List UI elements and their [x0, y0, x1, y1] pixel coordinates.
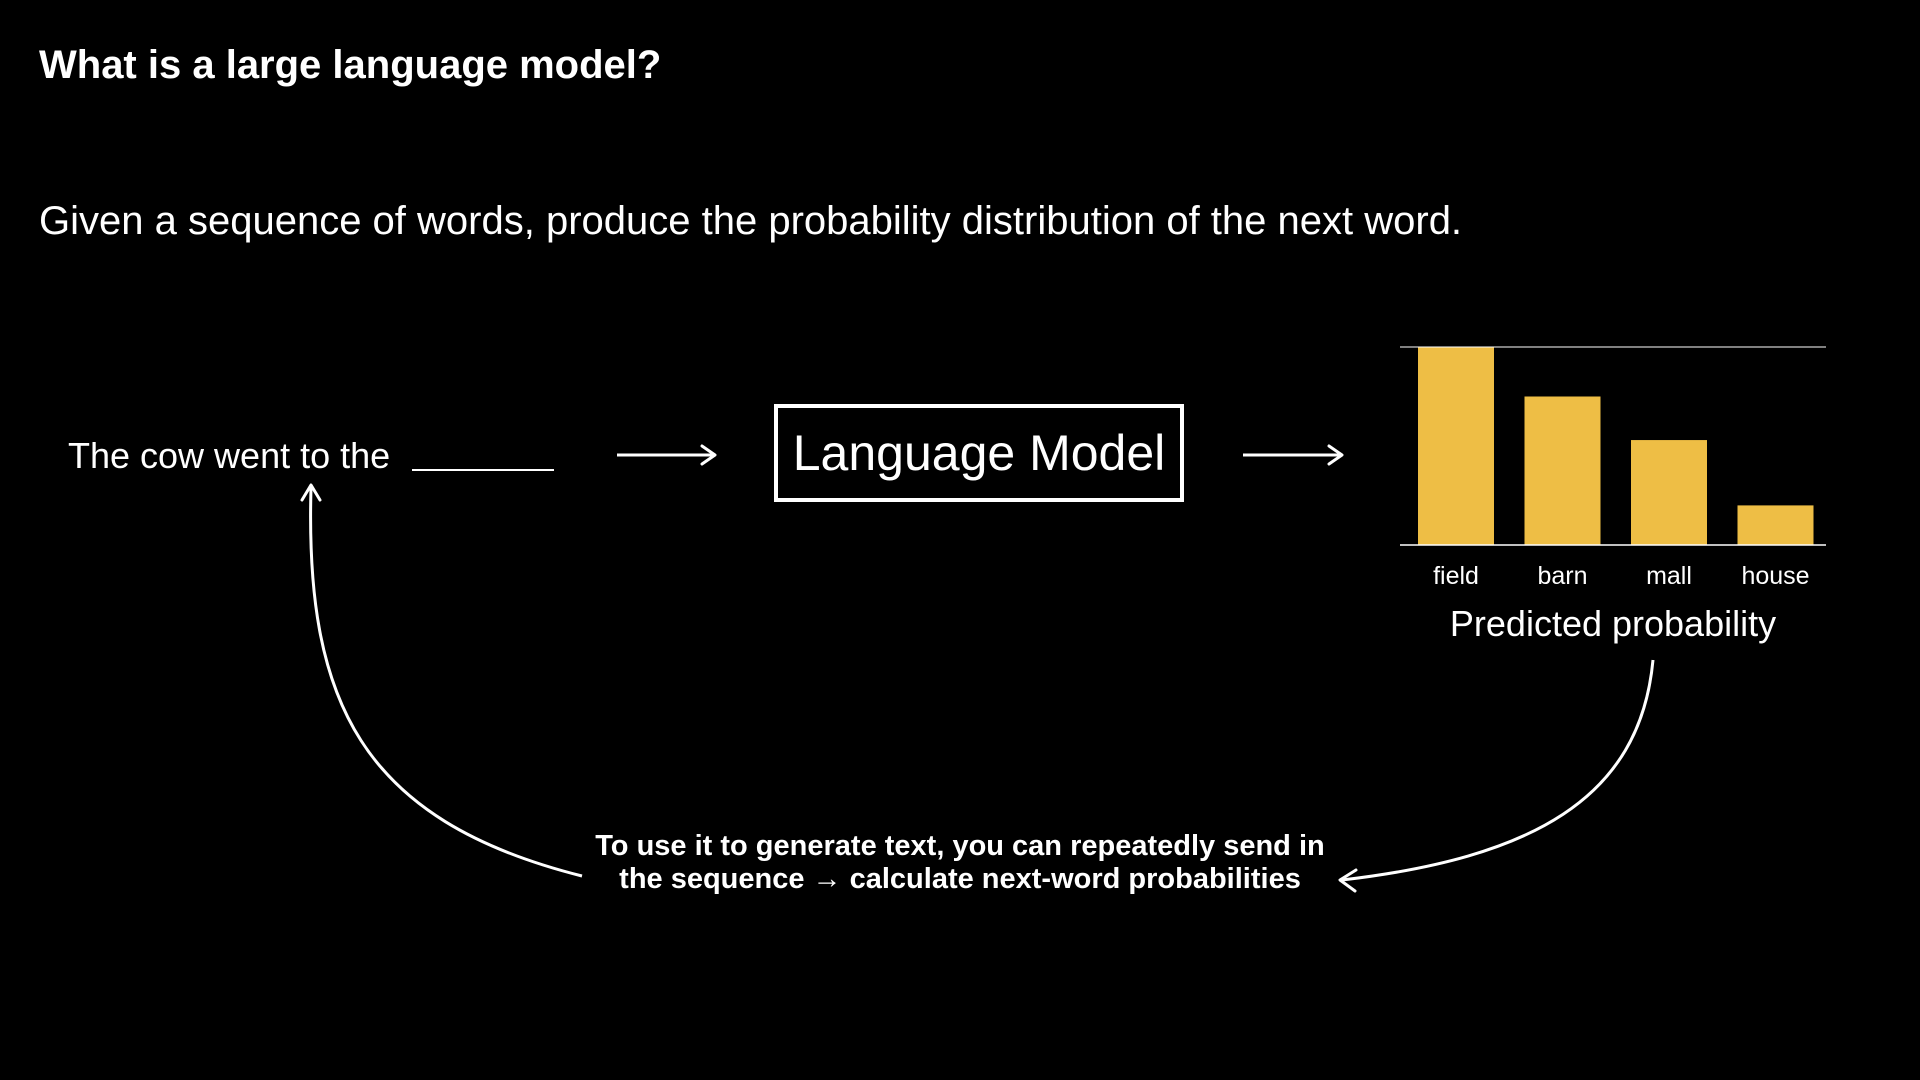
tick-label-field: field [1433, 562, 1479, 590]
tick-label-barn: barn [1537, 562, 1587, 590]
chart-x-axis-title: Predicted probability [1450, 603, 1776, 644]
bar-house [1737, 505, 1814, 545]
slide-title: What is a large language model? [39, 43, 662, 87]
caption-line-1: To use it to generate text, you can repe… [595, 830, 1325, 862]
tick-label-mall: mall [1646, 562, 1692, 590]
arrow-input-to-model [617, 444, 717, 466]
next-word-blank [412, 469, 554, 471]
language-model-box: Language Model [774, 404, 1184, 502]
language-model-label: Language Model [792, 425, 1166, 481]
generation-caption: To use it to generate text, you can repe… [560, 830, 1360, 896]
curved-arrow-chart-to-caption [1338, 659, 1655, 893]
chart-bars [1418, 347, 1814, 545]
arrow-model-to-chart [1243, 444, 1344, 466]
chart-tick-labels: field barn mall house [1433, 562, 1810, 590]
caption-line-2: the sequence → calculate next-word proba… [619, 863, 1301, 895]
tick-label-house: house [1741, 562, 1809, 590]
bar-field [1418, 347, 1494, 545]
input-sequence-text: The cow went to the [68, 435, 391, 476]
curved-arrow-caption-to-prompt [300, 483, 583, 878]
bar-barn [1524, 396, 1601, 545]
slide-subtitle: Given a sequence of words, produce the p… [39, 199, 1463, 243]
probability-bar-chart: field barn mall house Predicted probability [1400, 346, 1826, 644]
bar-mall [1631, 440, 1707, 545]
